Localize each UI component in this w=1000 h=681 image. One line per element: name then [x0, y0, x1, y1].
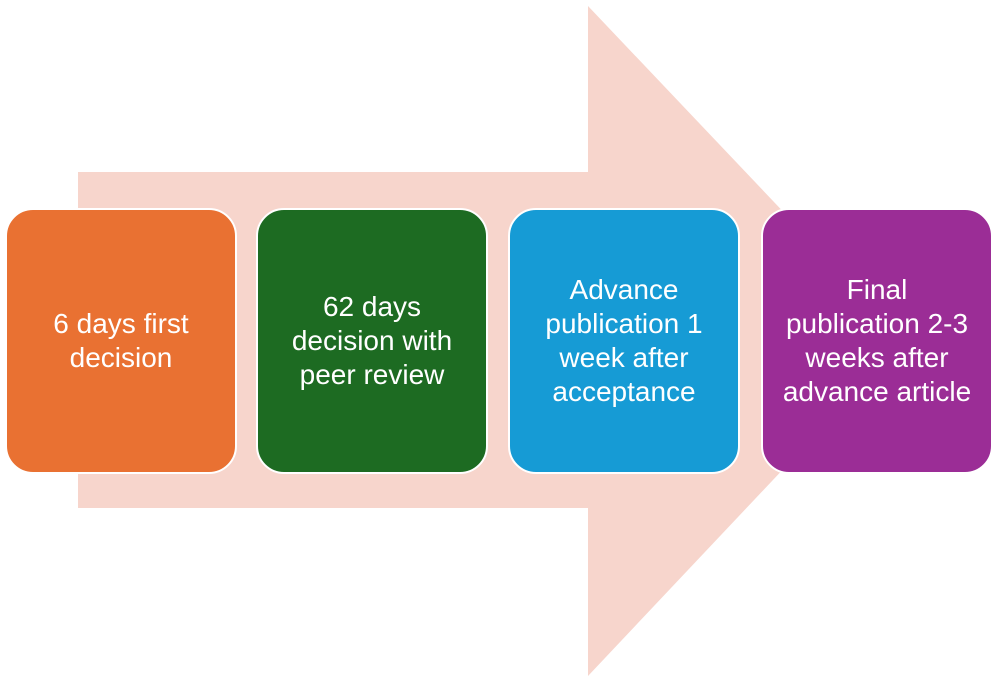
background-arrow-shape: [78, 6, 905, 676]
step-1-label: 6 days first decision: [53, 308, 189, 373]
step-3-box: Advance publication 1 week after accepta…: [508, 208, 740, 474]
step-4-box: Final publication 2-3 weeks after advanc…: [761, 208, 993, 474]
step-1-box: 6 days first decision: [5, 208, 237, 474]
step-2-box: 62 days decision with peer review: [256, 208, 488, 474]
step-2-label: 62 days decision with peer review: [291, 291, 453, 390]
step-4-label: Final publication 2-3 weeks after advanc…: [782, 274, 972, 407]
step-3-label: Advance publication 1 week after accepta…: [545, 274, 703, 407]
